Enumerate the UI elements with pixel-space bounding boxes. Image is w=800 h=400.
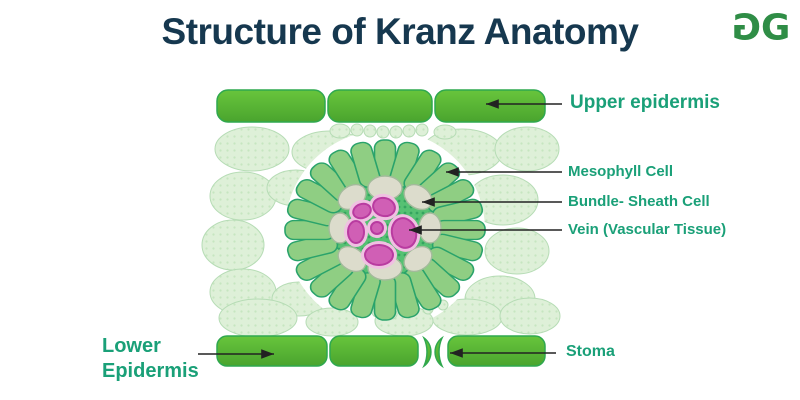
- cell: [494, 126, 560, 172]
- cell: [376, 125, 390, 139]
- cell: [484, 227, 550, 275]
- cell: [218, 298, 298, 338]
- label-lower-epidermis-line1: Lower: [102, 335, 161, 357]
- vein-cells: [344, 193, 421, 269]
- stoma-guard-cell-right: [434, 335, 444, 369]
- cell: [433, 124, 457, 140]
- label-mesophyll-cell: Mesophyll Cell: [568, 163, 674, 180]
- cell: [402, 124, 416, 138]
- label-upper-epidermis: Upper epidermis: [570, 92, 720, 113]
- cell: [418, 212, 442, 244]
- upper-epidermis: [216, 89, 546, 123]
- cell: [363, 124, 377, 138]
- logo-g-left: G: [732, 8, 761, 48]
- cell: [201, 219, 265, 271]
- cell: [370, 221, 384, 235]
- lower-epidermis: [216, 335, 546, 369]
- label-lower-epidermis-line2: Epidermis: [102, 360, 199, 382]
- logo-g-right: G: [761, 8, 790, 48]
- cell: [389, 125, 403, 139]
- cell: [347, 220, 365, 244]
- stoma-guard-cell-left: [422, 335, 432, 369]
- cell: [352, 202, 372, 220]
- cell: [415, 123, 429, 137]
- cell: [214, 126, 290, 172]
- cell: [372, 196, 396, 218]
- geeksforgeeks-logo-icon: G G: [732, 8, 790, 48]
- label-stoma: Stoma: [566, 343, 615, 360]
- cell: [499, 297, 561, 335]
- cell: [329, 123, 351, 139]
- cell: [337, 245, 367, 273]
- page-title: Structure of Kranz Anatomy: [161, 11, 639, 52]
- label-lower-epidermis: Lower Epidermis: [102, 334, 199, 384]
- label-bundle-sheath-cell: Bundle- Sheath Cell: [568, 193, 710, 210]
- cell: [209, 171, 277, 221]
- cell: [364, 244, 394, 266]
- cell: [305, 307, 359, 337]
- cell: [350, 123, 364, 137]
- callout-arrows: [198, 99, 562, 359]
- label-vein: Vein (Vascular Tissue): [568, 221, 727, 238]
